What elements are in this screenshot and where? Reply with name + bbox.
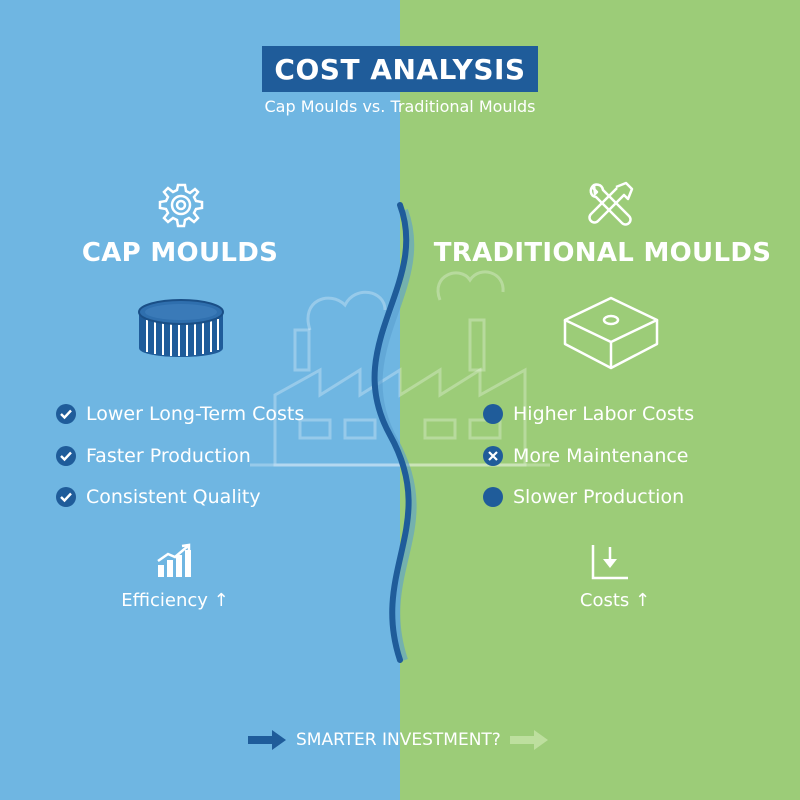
list-item: Higher Labor Costs [482,401,694,427]
dot-icon [483,404,503,424]
tools-icon [588,181,634,226]
check-circle-icon [56,404,76,424]
list-item: Lower Long-Term Costs [55,401,304,427]
arrow-right-icon [510,730,548,750]
traditional-moulds-heading: TRADITIONAL MOULDS [433,238,772,268]
page-title: COST ANALYSIS [274,52,526,86]
title-banner: COST ANALYSIS [262,46,538,92]
x-circle-icon [483,446,503,466]
gear-icon [158,183,204,228]
list-item-label: Faster Production [86,445,251,467]
right-panel [400,0,800,800]
list-item: Consistent Quality [55,484,261,510]
check-circle-icon [56,446,76,466]
bar-chart-up-icon [157,543,191,577]
efficiency-caption: Efficiency ↑ [121,590,229,611]
list-item: More Maintenance [482,443,689,469]
page-subtitle: Cap Moulds vs. Traditional Moulds [264,97,536,116]
list-item: Slower Production [482,484,684,510]
wave-divider [371,202,412,663]
chart-down-arrow-icon [591,545,628,580]
cap-moulds-heading: CAP MOULDS [81,238,279,268]
cap-mould-icon [138,299,224,357]
left-panel [0,0,400,800]
costs-caption: Costs ↑ [579,590,651,611]
list-item-label: More Maintenance [513,445,689,467]
dot-icon [483,487,503,507]
bottom-tagline: SMARTER INVESTMENT? [296,730,501,750]
list-item-label: Consistent Quality [86,486,261,508]
list-item: Faster Production [55,443,251,469]
check-circle-icon [56,487,76,507]
arrow-right-icon [248,730,286,750]
list-item-label: Higher Labor Costs [513,403,695,425]
block-mould-icon [563,296,659,370]
list-item-label: Lower Long-Term Costs [86,403,305,425]
list-item-label: Slower Production [513,486,685,508]
